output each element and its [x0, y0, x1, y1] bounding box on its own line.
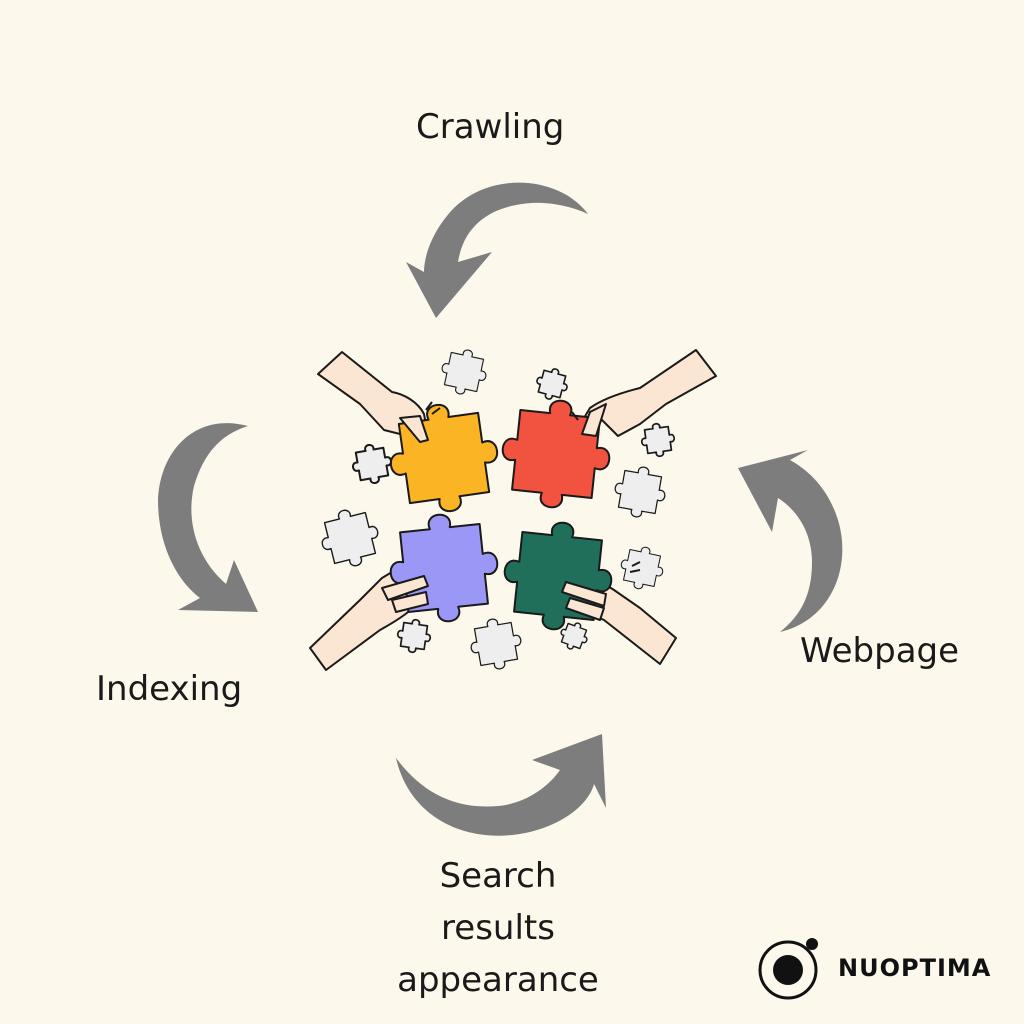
motion-lines — [425, 401, 641, 573]
arrow-crawling-to-center — [406, 182, 588, 318]
step-webpage-label: Webpage — [800, 631, 960, 671]
step-indexing-label: Indexing — [96, 669, 243, 709]
arrow-webpage — [738, 450, 843, 632]
arrow-search-results — [396, 734, 606, 836]
step-search-results-label: Search results appearance — [376, 850, 620, 1006]
brand-name: NUOPTIMA — [838, 954, 992, 982]
fingers — [381, 403, 607, 621]
brand: NUOPTIMA — [756, 934, 991, 1002]
step-search-line-1: Search — [439, 856, 557, 896]
hand-top-right-icon — [577, 349, 717, 437]
step-crawling-label: Crawling — [416, 107, 565, 147]
step-search-line-2: results — [441, 908, 555, 948]
puzzle-illustration — [309, 345, 717, 674]
brand-logo-icon — [758, 938, 818, 1000]
step-search-line-3: appearance — [397, 960, 599, 1000]
arrow-indexing — [158, 423, 258, 612]
